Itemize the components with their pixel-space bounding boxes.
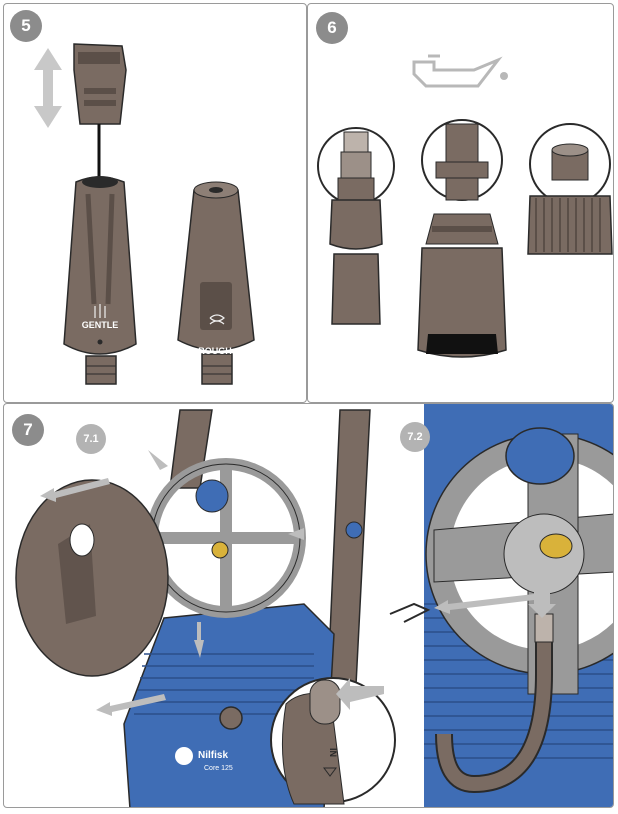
- step-6-panel: 6: [307, 3, 614, 403]
- step-7-1-label: 7.1: [83, 433, 99, 445]
- hose-reel: [146, 458, 306, 618]
- left-arrow-icon: [40, 478, 166, 716]
- step-7-number: 7: [23, 420, 33, 439]
- rough-nozzle: [177, 181, 255, 385]
- gentle-nozzle: [63, 176, 137, 385]
- push-arrow-icon: [148, 450, 304, 658]
- step-6-number: 6: [327, 18, 337, 37]
- connector-illustration: [317, 54, 613, 358]
- reel-cover: [15, 479, 169, 677]
- step-6-badge: 6: [316, 12, 348, 44]
- step-7-2-badge: 7.2: [400, 422, 430, 452]
- brand-model: Core 125: [204, 765, 233, 772]
- nozzle-illustration: GENTLE ROUGH: [34, 43, 255, 385]
- step-5-number: 5: [21, 16, 31, 35]
- step-7-panel: Nilfisk Core 125: [3, 403, 614, 808]
- hose-coupling-left: [317, 127, 395, 325]
- step-7-1-badge: 7.1: [76, 424, 106, 454]
- step-7-2-label: 7.2: [407, 431, 423, 443]
- step-7-badge: 7: [12, 414, 44, 446]
- gun-connector-middle: [417, 119, 507, 358]
- rough-label: ROUGH: [198, 346, 232, 356]
- reel-closeup: [389, 404, 613, 807]
- lock-symbol-icon: [323, 767, 337, 777]
- brand-name: Nilfisk: [198, 750, 228, 761]
- dial-detail: IN: [270, 677, 396, 805]
- lock-label: IN: [328, 748, 338, 757]
- gentle-label: GENTLE: [82, 320, 119, 330]
- brand-logo: Nilfisk Core 125: [175, 747, 233, 772]
- up-down-arrow-icon: [34, 48, 62, 128]
- step-5-badge: 5: [10, 10, 42, 42]
- threaded-fitting-right: [527, 123, 613, 255]
- step-5-panel: 5: [3, 3, 307, 403]
- machine-illustration: Nilfisk Core 125: [15, 404, 613, 807]
- cleaning-tool-icon: [73, 43, 127, 190]
- oil-can-icon: [412, 54, 508, 88]
